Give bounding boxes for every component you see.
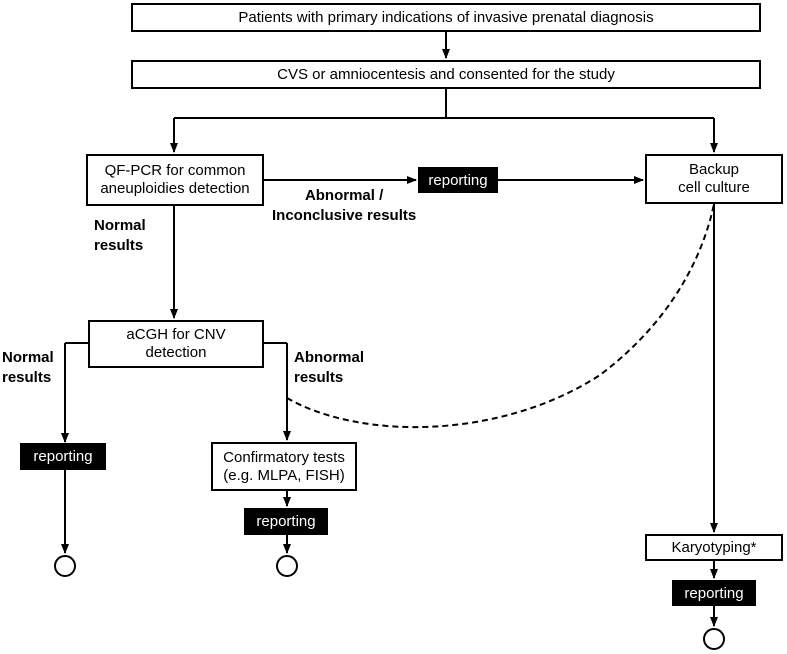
- karyotyping-box: Karyotyping*: [645, 534, 783, 561]
- backup-box-line-1: Backup: [688, 161, 740, 178]
- reporting-badge-middle: reporting: [244, 508, 328, 535]
- confirmatory-box: Confirmatory tests (e.g. MLPA, FISH): [211, 442, 357, 491]
- patients-box: Patients with primary indications of inv…: [131, 3, 761, 32]
- qfpcr-normal-label: Normal results: [94, 216, 146, 256]
- dashed-curve-acgh-to-backup: [286, 203, 715, 428]
- patients-box-label: Patients with primary indications of inv…: [238, 8, 654, 26]
- acgh-abnormal-label-line-2: results: [294, 369, 344, 386]
- acgh-abnormal-label: Abnormal results: [294, 348, 364, 388]
- backup-box: Backup cell culture: [645, 154, 783, 204]
- acgh-box: aCGH for CNV detection: [88, 320, 264, 368]
- cvs-box-label: CVS or amniocentesis and consented for t…: [277, 65, 615, 83]
- reporting-label: reporting: [684, 584, 744, 602]
- end-circle-right: [703, 628, 725, 650]
- end-circle-middle: [276, 555, 298, 577]
- reporting-label: reporting: [33, 448, 93, 465]
- acgh-normal-label-line-2: results: [2, 369, 52, 386]
- reporting-badge-right: reporting: [672, 580, 756, 606]
- reporting-label: reporting: [428, 171, 488, 189]
- acgh-normal-label: Normal results: [2, 348, 54, 388]
- qfpcr-box-line-1: QF-PCR for common: [104, 162, 246, 179]
- karyotyping-box-label: Karyotyping*: [671, 538, 757, 556]
- qfpcr-normal-label-line-1: Normal: [94, 217, 146, 234]
- acgh-normal-label-line-1: Normal: [2, 349, 54, 366]
- confirmatory-box-line-1: Confirmatory tests: [223, 448, 345, 466]
- reporting-badge-top: reporting: [418, 167, 498, 193]
- qfpcr-box: QF-PCR for common aneuploidies detection: [86, 154, 264, 206]
- qfpcr-normal-label-line-2: results: [94, 237, 144, 254]
- acgh-box-line-1: aCGH for CNV: [126, 326, 226, 343]
- cvs-box: CVS or amniocentesis and consented for t…: [131, 60, 761, 89]
- backup-box-line-2: cell culture: [678, 179, 750, 196]
- qfpcr-abnormal-label-line-2: Inconclusive results: [272, 207, 417, 224]
- acgh-box-line-2: detection: [145, 344, 207, 361]
- qfpcr-box-line-2: aneuploidies detection: [100, 180, 250, 197]
- reporting-badge-left: reporting: [20, 443, 106, 470]
- qfpcr-abnormal-label: Abnormal / Inconclusive results: [272, 186, 416, 226]
- confirmatory-box-line-2: (e.g. MLPA, FISH): [223, 466, 345, 484]
- qfpcr-abnormal-label-line-1: Abnormal /: [304, 187, 384, 204]
- end-circle-left: [54, 555, 76, 577]
- acgh-abnormal-label-line-1: Abnormal: [294, 349, 365, 366]
- reporting-label: reporting: [256, 513, 316, 530]
